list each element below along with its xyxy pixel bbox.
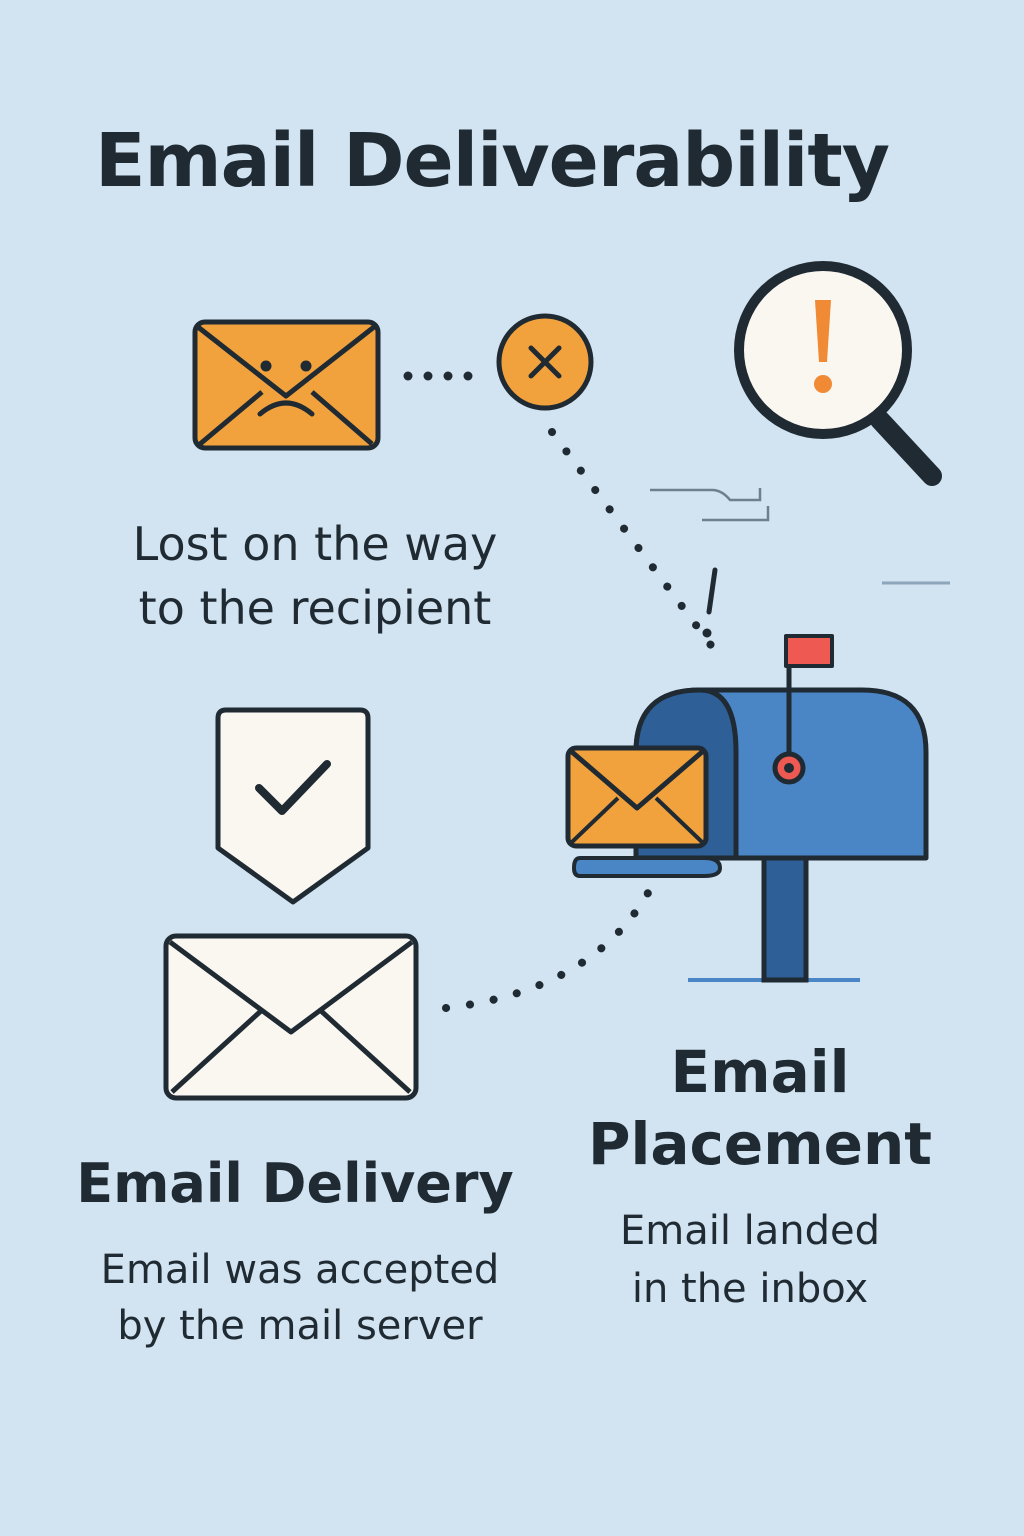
connector-lost-diagonal — [548, 428, 726, 664]
delivery-title: Email Delivery — [76, 1152, 514, 1215]
delivery-desc-line2: by the mail server — [117, 1303, 483, 1349]
placement-title-line2: Placement — [587, 1110, 933, 1178]
placement-desc-line2: in the inbox — [631, 1266, 869, 1312]
motion-lines — [650, 488, 950, 638]
delivery-desc-line1: Email was accepted — [100, 1247, 500, 1293]
mailbox-envelope-icon — [565, 745, 709, 849]
lost-caption: Lost on the way to the recipient — [0, 512, 630, 640]
lost-caption-line1: Lost on the way — [132, 517, 498, 571]
shield-check-icon — [215, 707, 371, 905]
connector-lost-horizontal — [403, 371, 473, 381]
connector-delivery — [442, 876, 659, 1012]
envelope-icon — [163, 933, 419, 1101]
placement-desc-line1: Email landed — [619, 1208, 881, 1254]
lost-caption-line2: to the recipient — [138, 581, 492, 635]
placement-description: Email landed in the inbox — [520, 1202, 980, 1318]
placement-title: Email Placement — [520, 1036, 1000, 1180]
x-circle-icon — [496, 313, 594, 411]
page-title: Email Deliverability — [95, 118, 890, 204]
delivery-description: Email was accepted by the mail server — [0, 1242, 600, 1354]
magnifier-warning-icon — [734, 261, 942, 486]
sad-envelope-icon — [192, 319, 381, 451]
placement-title-line1: Email — [670, 1038, 850, 1106]
